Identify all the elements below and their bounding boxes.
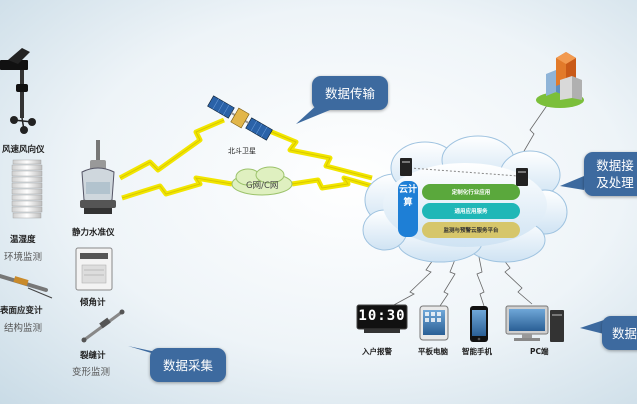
terminal-label-phone: 智能手机 <box>462 347 492 356</box>
network-label: G网/C网 <box>246 181 279 191</box>
bubble-data-receive-line2: 及处理 <box>596 175 634 190</box>
cloud-computing-label: 云计算 <box>398 185 417 208</box>
cloud-computing-tag <box>398 181 418 237</box>
cloud-layer-general-service: 通用应用服务 <box>422 203 520 219</box>
link-cloud-phone <box>476 251 485 307</box>
sensor-label-wind: 风速风向仪 <box>2 145 45 155</box>
link-cloud-pc <box>495 249 533 305</box>
cloud-layer-industry-app: 定制化行业应用 <box>422 184 520 200</box>
group-label-environment: 环境监测 <box>4 252 43 263</box>
bubble-data-collect-text: 数据采集 <box>162 357 213 373</box>
temp-humidity-shelter-icon <box>11 159 43 219</box>
sensor-label-crack: 裂缝计 <box>80 351 106 361</box>
crack-meter-icon <box>81 309 125 343</box>
bubble-data-receive: 数据接 及处理 <box>584 152 637 196</box>
sensor-label-temp-humidity: 温湿度 <box>10 235 36 245</box>
wind-vane-icon <box>0 48 36 134</box>
alarm-display-digits: 10:30 <box>358 308 406 324</box>
bubble-data-transfer-text: 数据传输 <box>324 85 375 101</box>
terminal-label-tablet: 平板电脑 <box>418 347 448 356</box>
satellite-icon <box>207 95 273 141</box>
link-network-left <box>121 175 233 201</box>
bubble-data-publish-text: 数据 <box>612 325 637 341</box>
tilt-meter-icon <box>75 247 113 291</box>
server-right-icon <box>516 168 528 186</box>
sensor-label-tilt: 倾角计 <box>80 298 106 308</box>
link-satellite-left <box>118 117 225 181</box>
bubble-data-publish: 数据 <box>602 316 637 350</box>
sensor-label-strain: 表面应变计 <box>0 306 43 316</box>
link-network-right <box>291 175 373 191</box>
tablet-icon <box>419 305 449 341</box>
cloud-layer-monitor-platform: 监测与预警云服务平台 <box>422 222 520 238</box>
pc-icon <box>505 305 564 342</box>
group-label-deformation: 变形监测 <box>72 367 111 378</box>
sensor-label-level: 静力水准仪 <box>72 228 115 238</box>
terminal-label-alarm: 入户报警 <box>362 347 392 356</box>
bubble-data-transfer: 数据传输 <box>312 76 388 110</box>
bubble-data-collect: 数据采集 <box>150 348 226 382</box>
link-cloud-tablet <box>439 251 459 307</box>
building-icon <box>536 52 584 108</box>
terminal-label-pc: PC端 <box>530 347 549 356</box>
link-cloud-alarm <box>391 249 441 307</box>
bubble-data-receive-line1: 数据接 <box>596 158 634 173</box>
phone-icon <box>470 306 488 342</box>
strain-gauge-icon <box>0 274 53 299</box>
network-cloud-icon <box>231 166 293 196</box>
server-left-icon <box>400 158 412 176</box>
link-satellite-right <box>261 125 373 181</box>
alarm-display-icon <box>356 304 408 333</box>
hydrostatic-level-icon <box>80 140 116 214</box>
satellite-label: 北斗卫星 <box>228 147 256 155</box>
group-label-structure: 结构监测 <box>4 323 43 334</box>
